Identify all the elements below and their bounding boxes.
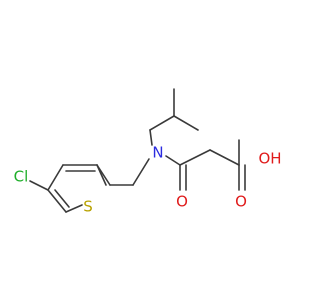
atom-oxygen-acid: O	[235, 193, 247, 211]
atom-nitrogen: N	[152, 144, 163, 162]
bond-ch-ch3-right	[173, 115, 199, 131]
bond-c4-c5	[47, 189, 67, 213]
bond-ch2-n	[132, 158, 150, 186]
atom-sulfur: S	[83, 198, 93, 216]
bond-c4-c5-inner	[54, 189, 70, 208]
atom-hydroxyl: OH	[258, 150, 281, 168]
thiophene-ring	[47, 164, 111, 213]
bond-c4-cl	[29, 180, 49, 191]
bond-c3-c4	[47, 164, 64, 191]
atom-chlorine: Cl	[14, 168, 29, 186]
bond-n-carbonyl	[165, 155, 181, 166]
bond-isobutyl-ch2-ch	[149, 115, 175, 131]
atom-oxygen-amide: O	[176, 193, 188, 211]
bond-n-ch2-isobutyl	[149, 129, 153, 146]
bond-carbonyl-ch2	[179, 149, 211, 166]
structure-canvas: Cl S N OH O O	[14, 88, 282, 216]
bond-s-c2b	[96, 164, 111, 186]
bond-c5-s	[65, 204, 83, 213]
bond-ch2-acid-c	[209, 149, 240, 166]
molecule-diagram: Cl S N OH O O	[14, 88, 282, 216]
